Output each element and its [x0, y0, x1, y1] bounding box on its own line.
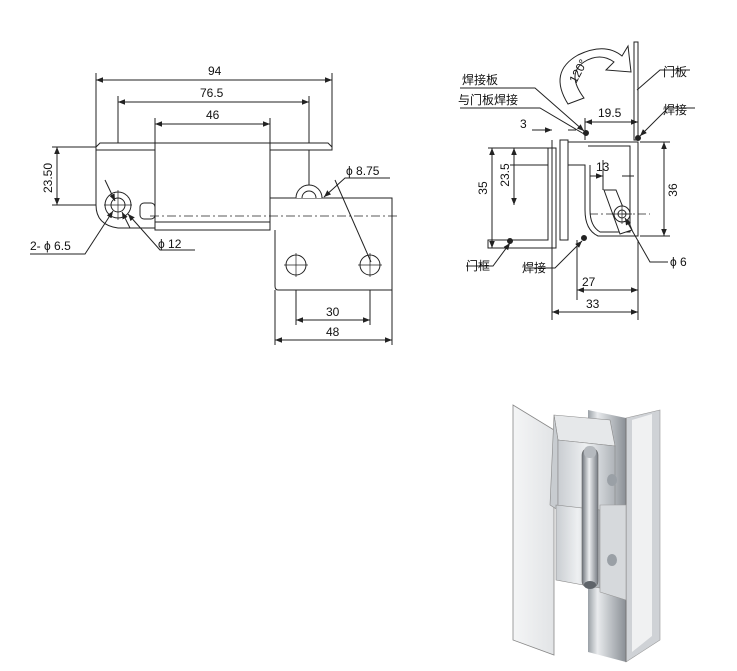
hinge-3d-illustration — [512, 404, 661, 663]
dim-46: 46 — [206, 108, 220, 122]
dim-3: 3 — [520, 117, 527, 131]
dim-hole-dia: 2- ϕ 6.5 — [30, 239, 71, 253]
lower-leaf — [270, 197, 393, 291]
dim-27: 27 — [582, 275, 596, 289]
label-weld-bottom: 焊接 — [522, 260, 546, 275]
knuckle — [154, 142, 271, 231]
rotation-arrow — [559, 44, 632, 105]
dim-counterbore-dia: ϕ 12 — [158, 237, 182, 251]
pin-barrel-3d — [581, 447, 599, 589]
label-weld-to-door: 与门板焊接 — [458, 92, 518, 107]
door-frame — [487, 147, 557, 249]
dim-23-5: 23.5 — [498, 163, 512, 187]
label-weld-top: 焊接 — [663, 102, 687, 117]
front-view — [30, 73, 400, 345]
front-view-labels: 94 76.5 46 23.50 2- ϕ 6.5 ϕ 12 ϕ 8.75 30… — [30, 64, 380, 339]
door-panel-3d — [512, 404, 555, 656]
dim-36: 36 — [666, 183, 680, 197]
dim-30: 30 — [326, 305, 340, 319]
dim-pin-dia-6: ϕ 6 — [670, 255, 687, 269]
dim-35: 35 — [476, 181, 490, 195]
side-view — [460, 41, 695, 320]
label-door-frame: 门框 — [466, 258, 490, 273]
dim-48: 48 — [326, 325, 340, 339]
dim-19-5: 19.5 — [598, 106, 622, 120]
dim-94: 94 — [208, 64, 222, 78]
door-panel-plate — [633, 41, 639, 141]
label-door-panel: 门板 — [663, 64, 687, 79]
dim-13: 13 — [596, 160, 610, 174]
label-weld-plate: 焊接板 — [462, 72, 498, 87]
dim-23-50: 23.50 — [41, 163, 55, 193]
dim-33: 33 — [586, 297, 600, 311]
dim-pin-dia: ϕ 8.75 — [346, 164, 380, 178]
dim-76-5: 76.5 — [200, 86, 224, 100]
